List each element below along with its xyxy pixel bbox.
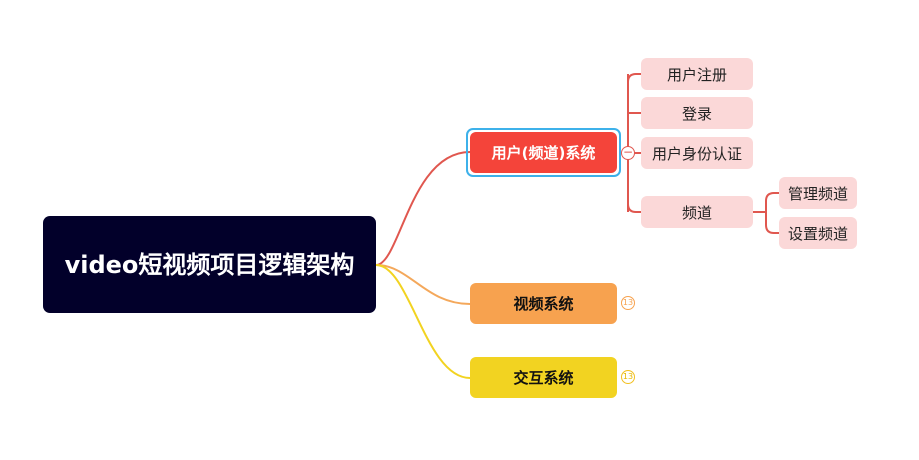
link-root-user bbox=[375, 151, 471, 266]
branch-interaction-system[interactable]: 交互系统 bbox=[470, 357, 617, 398]
link-user-register bbox=[627, 73, 641, 83]
branch-user-system[interactable]: 用户(频道)系统 bbox=[470, 132, 617, 173]
link-root-interact bbox=[375, 264, 471, 379]
leaf-login[interactable]: 登录 bbox=[641, 97, 753, 129]
collapsed-count-badge-interaction[interactable]: 13 bbox=[621, 370, 635, 384]
branch-video-system[interactable]: 视频系统 bbox=[470, 283, 617, 324]
leaf-user-register[interactable]: 用户注册 bbox=[641, 58, 753, 90]
link-channel-settings bbox=[765, 212, 779, 234]
collapsed-count-badge-video[interactable]: 13 bbox=[621, 296, 635, 310]
link-channel-manage bbox=[765, 192, 779, 212]
root-node[interactable]: video短视频项目逻辑架构 bbox=[43, 216, 376, 313]
collapse-toggle-icon[interactable]: − bbox=[621, 145, 635, 160]
leaf-settings-channel[interactable]: 设置频道 bbox=[779, 217, 857, 249]
link-user-channel bbox=[627, 203, 641, 213]
leaf-channel[interactable]: 频道 bbox=[641, 196, 753, 228]
leaf-manage-channel[interactable]: 管理频道 bbox=[779, 177, 857, 209]
link-root-video bbox=[375, 264, 471, 305]
leaf-identity-auth[interactable]: 用户身份认证 bbox=[641, 137, 753, 169]
selection-outline bbox=[466, 128, 621, 177]
